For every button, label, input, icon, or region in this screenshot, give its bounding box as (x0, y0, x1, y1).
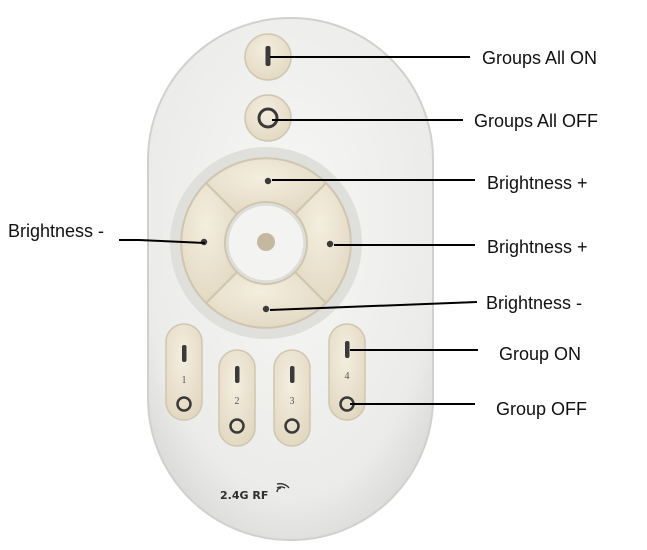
power-on-bar-icon (235, 366, 240, 383)
label-brightness-up-right: Brightness + (487, 237, 588, 257)
brightness-down-bottom-dot (263, 306, 269, 312)
group-3-key[interactable]: 3 (274, 350, 310, 446)
label-group-on: Group ON (499, 344, 581, 364)
brightness-up-top-dot (265, 178, 271, 184)
group-4-number: 4 (345, 371, 350, 382)
center-dot (257, 233, 275, 251)
group-4-key[interactable]: 4 (329, 324, 365, 420)
group-2-number: 2 (235, 396, 240, 407)
group-3-number: 3 (290, 396, 295, 407)
rf-label: 2.4G RF (220, 489, 268, 502)
group-2-key[interactable]: 2 (219, 350, 255, 446)
groups-all-off-button[interactable] (245, 95, 291, 141)
label-groups-all-on: Groups All ON (482, 48, 597, 68)
power-on-bar-icon (290, 366, 295, 383)
brightness-up-right-dot (327, 241, 333, 247)
label-brightness-down-bottom: Brightness - (486, 293, 582, 313)
power-on-bar-icon (182, 345, 187, 362)
power-on-bar-icon (345, 341, 350, 358)
group-1-key[interactable]: 1 (166, 324, 202, 420)
label-brightness-up-top: Brightness + (487, 173, 588, 193)
label-brightness-down-left: Brightness - (8, 221, 104, 241)
label-groups-all-off: Groups All OFF (474, 111, 598, 131)
power-on-bar-icon (266, 46, 271, 66)
group-1-number: 1 (182, 375, 187, 386)
label-group-off: Group OFF (496, 399, 587, 419)
